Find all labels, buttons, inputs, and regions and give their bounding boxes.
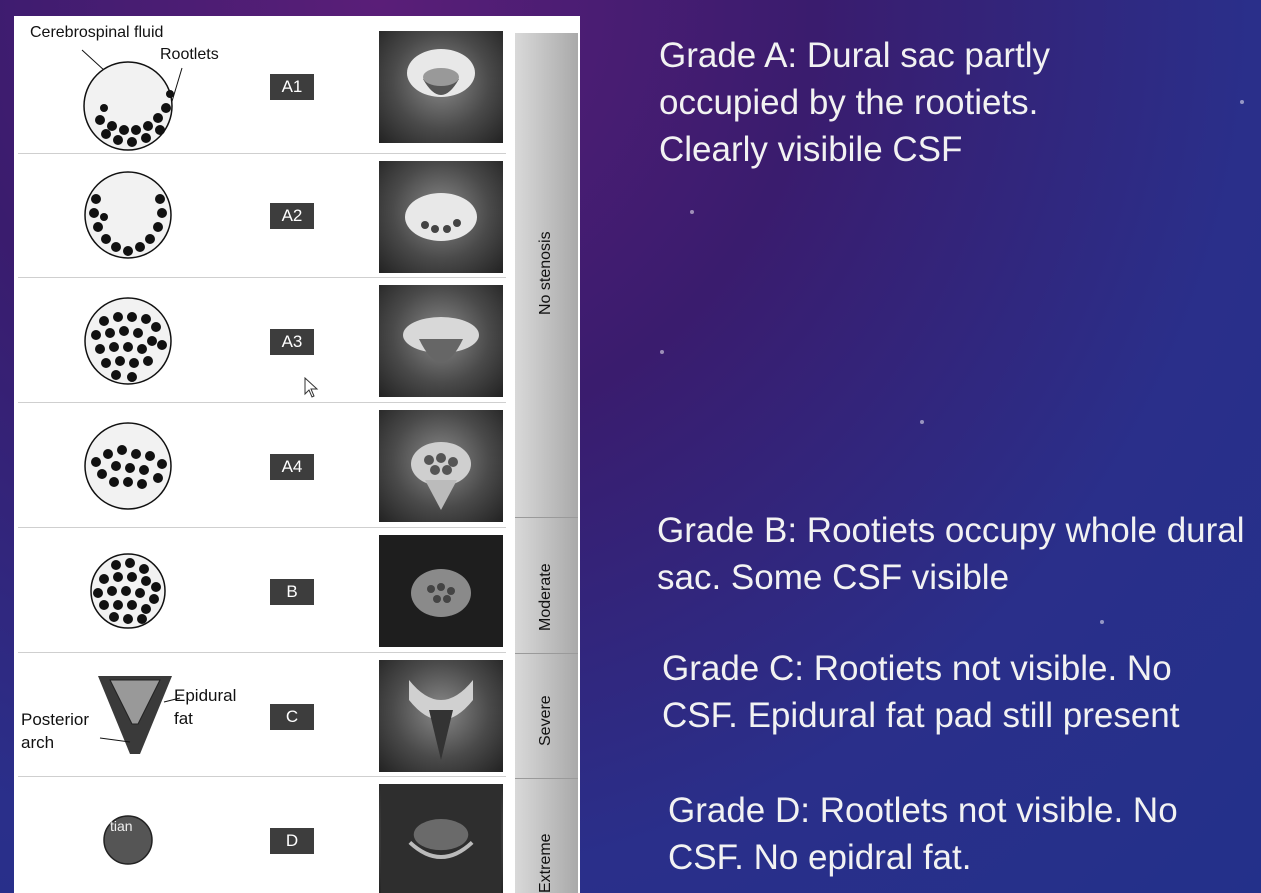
rootlets-annotation: Rootlets (160, 46, 219, 63)
mri-image-c (379, 660, 503, 772)
note-grade-b: Grade B: Rootiets occupy whole dural sac… (657, 511, 1245, 597)
mri-image-a1 (379, 31, 503, 143)
csf-annotation: Cerebrospinal fluid (30, 24, 164, 41)
grade-row-d: tian D (18, 776, 506, 893)
mri-image-a4 (379, 410, 503, 522)
dural-sac-diagram (84, 297, 172, 385)
grade-label-d: D (270, 828, 314, 854)
note-grade-d: Grade D: Rootlets not visible. No CSF. N… (668, 791, 1178, 877)
partial-annotation: tian (110, 818, 133, 834)
grade-row-b: B (18, 527, 506, 653)
grade-row-c: Epidural fat Posterior arch C (18, 652, 506, 777)
band-label-no-stenosis: No stenosis (537, 231, 554, 315)
dural-sac-diagram (103, 815, 153, 865)
band-label-moderate: Moderate (537, 563, 554, 631)
mri-image-a3 (379, 285, 503, 397)
dural-sac-diagram (84, 422, 172, 510)
note-grade-a: Grade A: Dural sac partly occupied by th… (659, 36, 1050, 169)
band-label-extreme: Extreme (537, 833, 554, 893)
mri-image-a2 (379, 161, 503, 273)
grade-label-a2: A2 (270, 203, 314, 229)
posterior-arch-diagram (98, 676, 181, 754)
mouse-cursor-icon (304, 377, 319, 398)
grade-label-c: C (270, 704, 314, 730)
grade-row-a4: A4 (18, 402, 506, 528)
band-label-severe: Severe (537, 695, 554, 746)
grade-row-a1: Cerebrospinal fluid Rootlets A1 (18, 16, 506, 154)
severity-band: No stenosis Moderate Severe Extreme (515, 33, 578, 893)
mri-image-d (379, 784, 503, 893)
grading-figure: Cerebrospinal fluid Rootlets A1 (14, 16, 580, 893)
posterior-arch-annotation: Posterior arch (21, 710, 90, 752)
dural-sac-diagram (84, 171, 172, 259)
dural-sac-diagram (81, 49, 183, 151)
epidural-fat-annotation: Epidural fat (174, 686, 237, 728)
note-grade-c: Grade C: Rootiets not visible. No CSF. E… (662, 649, 1180, 735)
grade-row-a2: A2 (18, 153, 506, 278)
mri-image-b (379, 535, 503, 647)
grade-row-a3: A3 (18, 277, 506, 403)
grade-label-a1: A1 (270, 74, 314, 100)
grade-label-a3: A3 (270, 329, 314, 355)
dural-sac-diagram (90, 553, 166, 629)
grade-label-a4: A4 (270, 454, 314, 480)
grade-label-b: B (270, 579, 314, 605)
